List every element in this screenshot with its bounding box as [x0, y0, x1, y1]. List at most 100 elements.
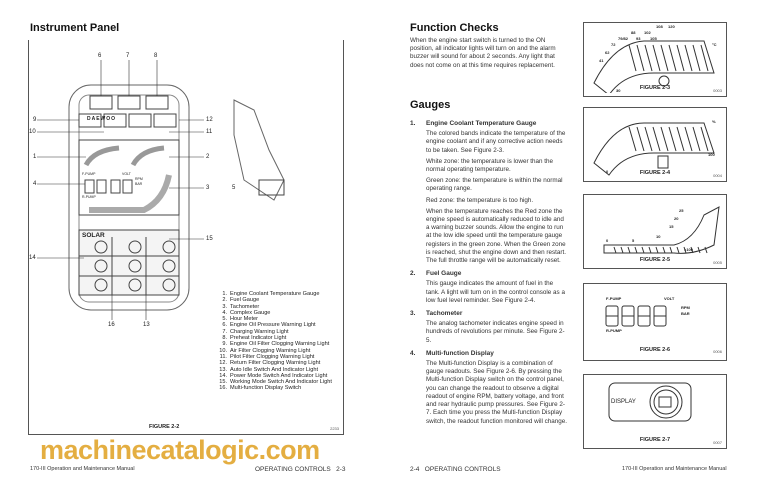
figure-id: 0003 — [713, 88, 722, 93]
item-number: 4. — [410, 349, 416, 357]
model-label: SOLAR — [82, 232, 105, 239]
legend-number: 8. — [222, 335, 227, 342]
legend-number: 6. — [222, 322, 227, 329]
callout-7: 7 — [126, 53, 130, 59]
figure-label: FIGURE 2-7 — [639, 437, 671, 443]
callout-15: 15 — [206, 236, 213, 242]
legend-number: 5. — [222, 316, 227, 323]
volt-label: VOLT — [664, 296, 675, 301]
gauge-tick-label: 30 — [616, 88, 621, 93]
legend-item: 10.Air Filter Clogging Warning Light — [217, 348, 335, 354]
legend-item: 11.Pilot Filter Clogging Warning Light — [217, 354, 335, 360]
legend-text: Multi-function Display Switch — [230, 385, 302, 392]
gauge-tick-label: 41 — [599, 58, 604, 63]
legend-text: Air Filter Clogging Warning Light — [230, 347, 311, 354]
callout-11: 11 — [206, 129, 213, 135]
legend-text: Working Mode Switch And Indicator Light — [230, 379, 332, 386]
gauge-tick-label: 62 — [605, 50, 610, 55]
legend-number: 4. — [222, 309, 227, 316]
footer-manual-left: 170-III Operation and Maintenance Manual — [30, 466, 135, 472]
function-checks-text: When the engine start switch is turned t… — [410, 37, 556, 69]
legend-item: 1.Engine Coolant Temperature Gauge — [217, 291, 335, 297]
legend-text: Complex Gauge — [230, 309, 271, 316]
tach-tick-label: 0 — [606, 238, 609, 243]
rpm-label: RPM — [135, 177, 143, 181]
f-pump-label: F-PUMP — [606, 296, 622, 301]
callout-13: 13 — [143, 322, 150, 328]
heading-function-checks: Function Checks — [410, 22, 499, 34]
footer-manual-right: 170-III Operation and Maintenance Manual — [622, 466, 727, 472]
legend-text: Charging Warning Light — [230, 328, 289, 335]
figure-2-2: DAEWOO SOLAR F-PUMP R-PUMP VOLT RPM BAR … — [28, 40, 344, 435]
item-paragraph: Green zone: the temperature is within th… — [426, 177, 563, 193]
legend-number: 11. — [219, 353, 227, 360]
legend-number: 13. — [219, 366, 227, 373]
callout-6: 6 — [98, 53, 102, 59]
callout-3: 3 — [206, 185, 210, 191]
item-paragraph: White zone: the temperature is lower tha… — [426, 157, 554, 174]
callout-12: 12 — [206, 117, 213, 123]
figure-label: FIGURE 2-6 — [639, 347, 671, 353]
r-pump-label: R-PUMP — [82, 195, 96, 199]
legend-number: 2. — [222, 297, 227, 304]
unit-label: % — [712, 119, 716, 124]
tach-tick-label: 25 — [679, 208, 684, 213]
figure-drawing — [605, 305, 667, 327]
item-paragraph: The Multi-function Display is a combinat… — [426, 360, 568, 425]
legend-item: 2.Fuel Gauge — [217, 297, 335, 303]
gauge-tick-label: 120 — [668, 24, 675, 29]
footer-section-right: 2-4 OPERATING CONTROLS — [410, 466, 501, 473]
rpm-label: RPM — [681, 305, 690, 310]
figure-label: FIGURE 2-4 — [639, 170, 671, 176]
legend-text: Power Mode Switch And Indicator Light — [230, 372, 328, 379]
figure-id: 0006 — [713, 349, 722, 354]
legend-text: Pilot Filter Clogging Warning Light — [230, 353, 315, 360]
figure-id: 0004 — [713, 173, 722, 178]
legend-item: 7.Charging Warning Light — [217, 329, 335, 335]
callout-1: 1 — [33, 154, 37, 160]
legend-text: Fuel Gauge — [230, 297, 260, 304]
legend-number: 10. — [219, 347, 227, 354]
legend-number: 14. — [219, 372, 227, 379]
tach-tick-label: 5 — [632, 238, 635, 243]
bar-label: BAR — [135, 182, 143, 186]
legend-text: Return Filter Clogging Warning Light — [230, 360, 321, 367]
watermark: machinecatalogic.com — [40, 435, 320, 465]
callout-16: 16 — [108, 322, 115, 328]
callout-9: 9 — [33, 117, 37, 123]
figure-id: 0005 — [713, 260, 722, 265]
gauge-tick-label: 72 — [611, 42, 616, 47]
item-title: Multi-function Display — [426, 349, 494, 357]
legend-number: 1. — [222, 291, 227, 297]
callout-4: 4 — [33, 181, 37, 187]
legend-item: 6.Engine Oil Pressure Warning Light — [217, 322, 335, 328]
legend-text: Hour Meter — [230, 316, 258, 323]
gauge-tick-label: 108 — [656, 24, 663, 29]
legend-number: 3. — [222, 303, 227, 310]
callout-8: 8 — [154, 53, 158, 59]
gauge-tick-label: 102 — [644, 30, 651, 35]
tach-tick-label: 20 — [674, 216, 679, 221]
callout-2: 2 — [206, 154, 210, 160]
figure-id: 0007 — [713, 440, 722, 445]
legend-text: Engine Oil Pressure Warning Light — [230, 322, 316, 329]
tach-tick-label: 10 — [656, 234, 661, 239]
gauge-tick-label: 79/82 — [618, 36, 629, 41]
legend-item: 4.Complex Gauge — [217, 310, 335, 316]
legend-number: 7. — [222, 328, 227, 335]
heading-gauges: Gauges — [410, 99, 451, 111]
unit-label: °C — [712, 42, 717, 47]
legend-item: 15.Working Mode Switch And Indicator Lig… — [217, 379, 335, 385]
footer-section-left: OPERATING CONTROLS 2-3 — [255, 466, 346, 473]
tach-tick-label: 15 — [669, 224, 674, 229]
figure-id: 2233 — [330, 426, 339, 431]
gauge-tick-label: 105 — [650, 36, 657, 41]
